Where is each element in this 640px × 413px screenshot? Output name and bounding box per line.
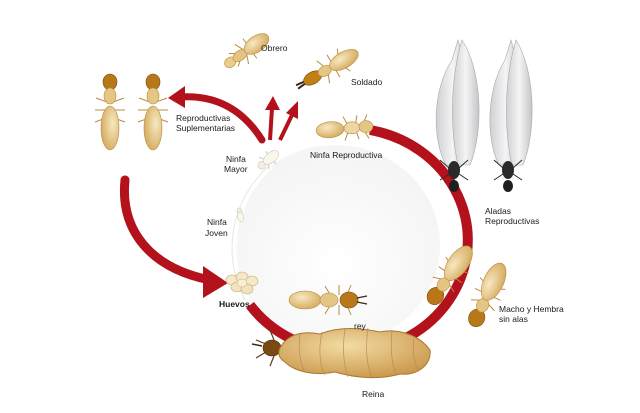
arrow-to-supplementary (176, 93, 266, 144)
circle-shading (230, 145, 440, 345)
termite-supplementary-icon-2 (137, 73, 169, 151)
arrow-to-soldier-head (286, 101, 298, 119)
termite-supplementary-icon-1 (94, 73, 126, 151)
arrow-to-supplementary-head (168, 86, 185, 108)
winged-termite-icon-2 (489, 38, 533, 192)
label-macho-hembra-line2: sin alas (499, 314, 528, 324)
label-ninfa-mayor-line1: Ninfa (226, 154, 246, 164)
label-ninfa-joven-line1: Ninfa (207, 217, 227, 227)
arrow-to-worker (268, 107, 274, 141)
termite-nymph-reproductive-icon (315, 114, 374, 141)
label-obrero: Obrero (261, 43, 288, 53)
label-ninfa-reproductiva: Ninfa Reproductiva (310, 150, 383, 160)
label-reina: Reina (362, 389, 385, 399)
termite-soldier-icon (295, 48, 359, 90)
termite-nymph-young-icon (236, 207, 244, 223)
arrow-to-eggs (119, 175, 215, 285)
termite-dealate-female-icon (468, 262, 507, 328)
label-soldado: Soldado (351, 77, 383, 87)
label-ninfa-mayor-line2: Mayor (224, 164, 248, 174)
arrow-to-soldier (278, 114, 294, 141)
termite-dealate-male-icon (426, 245, 473, 306)
arrow-to-worker-head (265, 96, 280, 110)
termite-king-icon (288, 284, 368, 316)
termite-queen-icon (251, 327, 431, 379)
termite-worker-icon (224, 33, 270, 68)
label-rey: rey (354, 321, 366, 331)
label-reproductivas-suplementarias-line2: Suplementarias (176, 123, 236, 133)
label-huevos: Huevos (219, 299, 250, 309)
label-reproductivas-suplementarias-line1: Reproductivas (176, 113, 231, 123)
label-aladas-line2: Reproductivas (485, 216, 540, 226)
winged-termite-icon-1 (435, 38, 480, 192)
termite-nymph-major-icon (257, 150, 279, 170)
label-aladas-line1: Aladas (485, 206, 511, 216)
label-ninfa-joven-line2: Joven (205, 228, 228, 238)
label-macho-hembra-line1: Macho y Hembra (499, 304, 564, 314)
arrow-to-eggs-head (203, 266, 228, 298)
eggs-icon (225, 271, 259, 295)
